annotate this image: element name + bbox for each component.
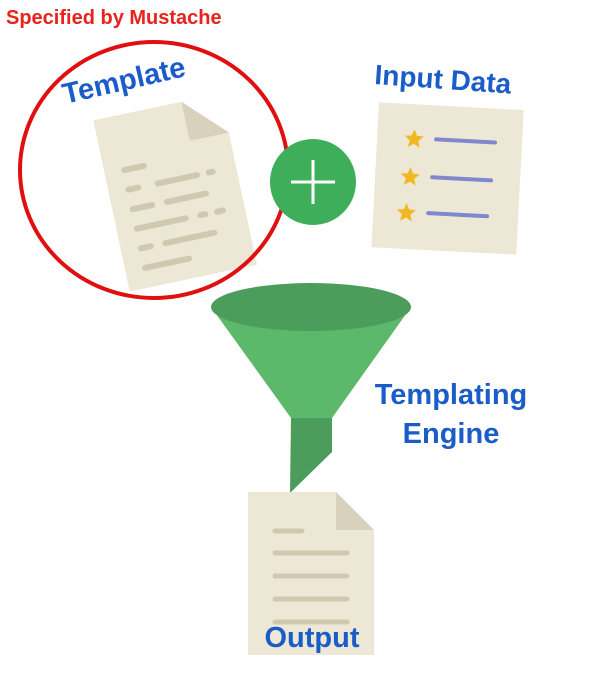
- input-data-label: Input Data: [374, 59, 513, 100]
- templating-label: Templating: [375, 379, 528, 411]
- funnel-icon: [211, 283, 411, 493]
- input-data-card: [371, 102, 524, 255]
- star-icon: [396, 202, 416, 222]
- output-document-icon: [248, 492, 374, 655]
- template-label: Template: [59, 51, 188, 110]
- engine-label: Engine: [403, 418, 500, 450]
- star-icon: [404, 129, 424, 148]
- star-icon: [400, 167, 420, 186]
- plus-icon: [270, 139, 356, 225]
- specified-by-mustache-label: Specified by Mustache: [6, 7, 222, 29]
- output-label: Output: [264, 622, 359, 654]
- template-document-icon: [93, 101, 257, 292]
